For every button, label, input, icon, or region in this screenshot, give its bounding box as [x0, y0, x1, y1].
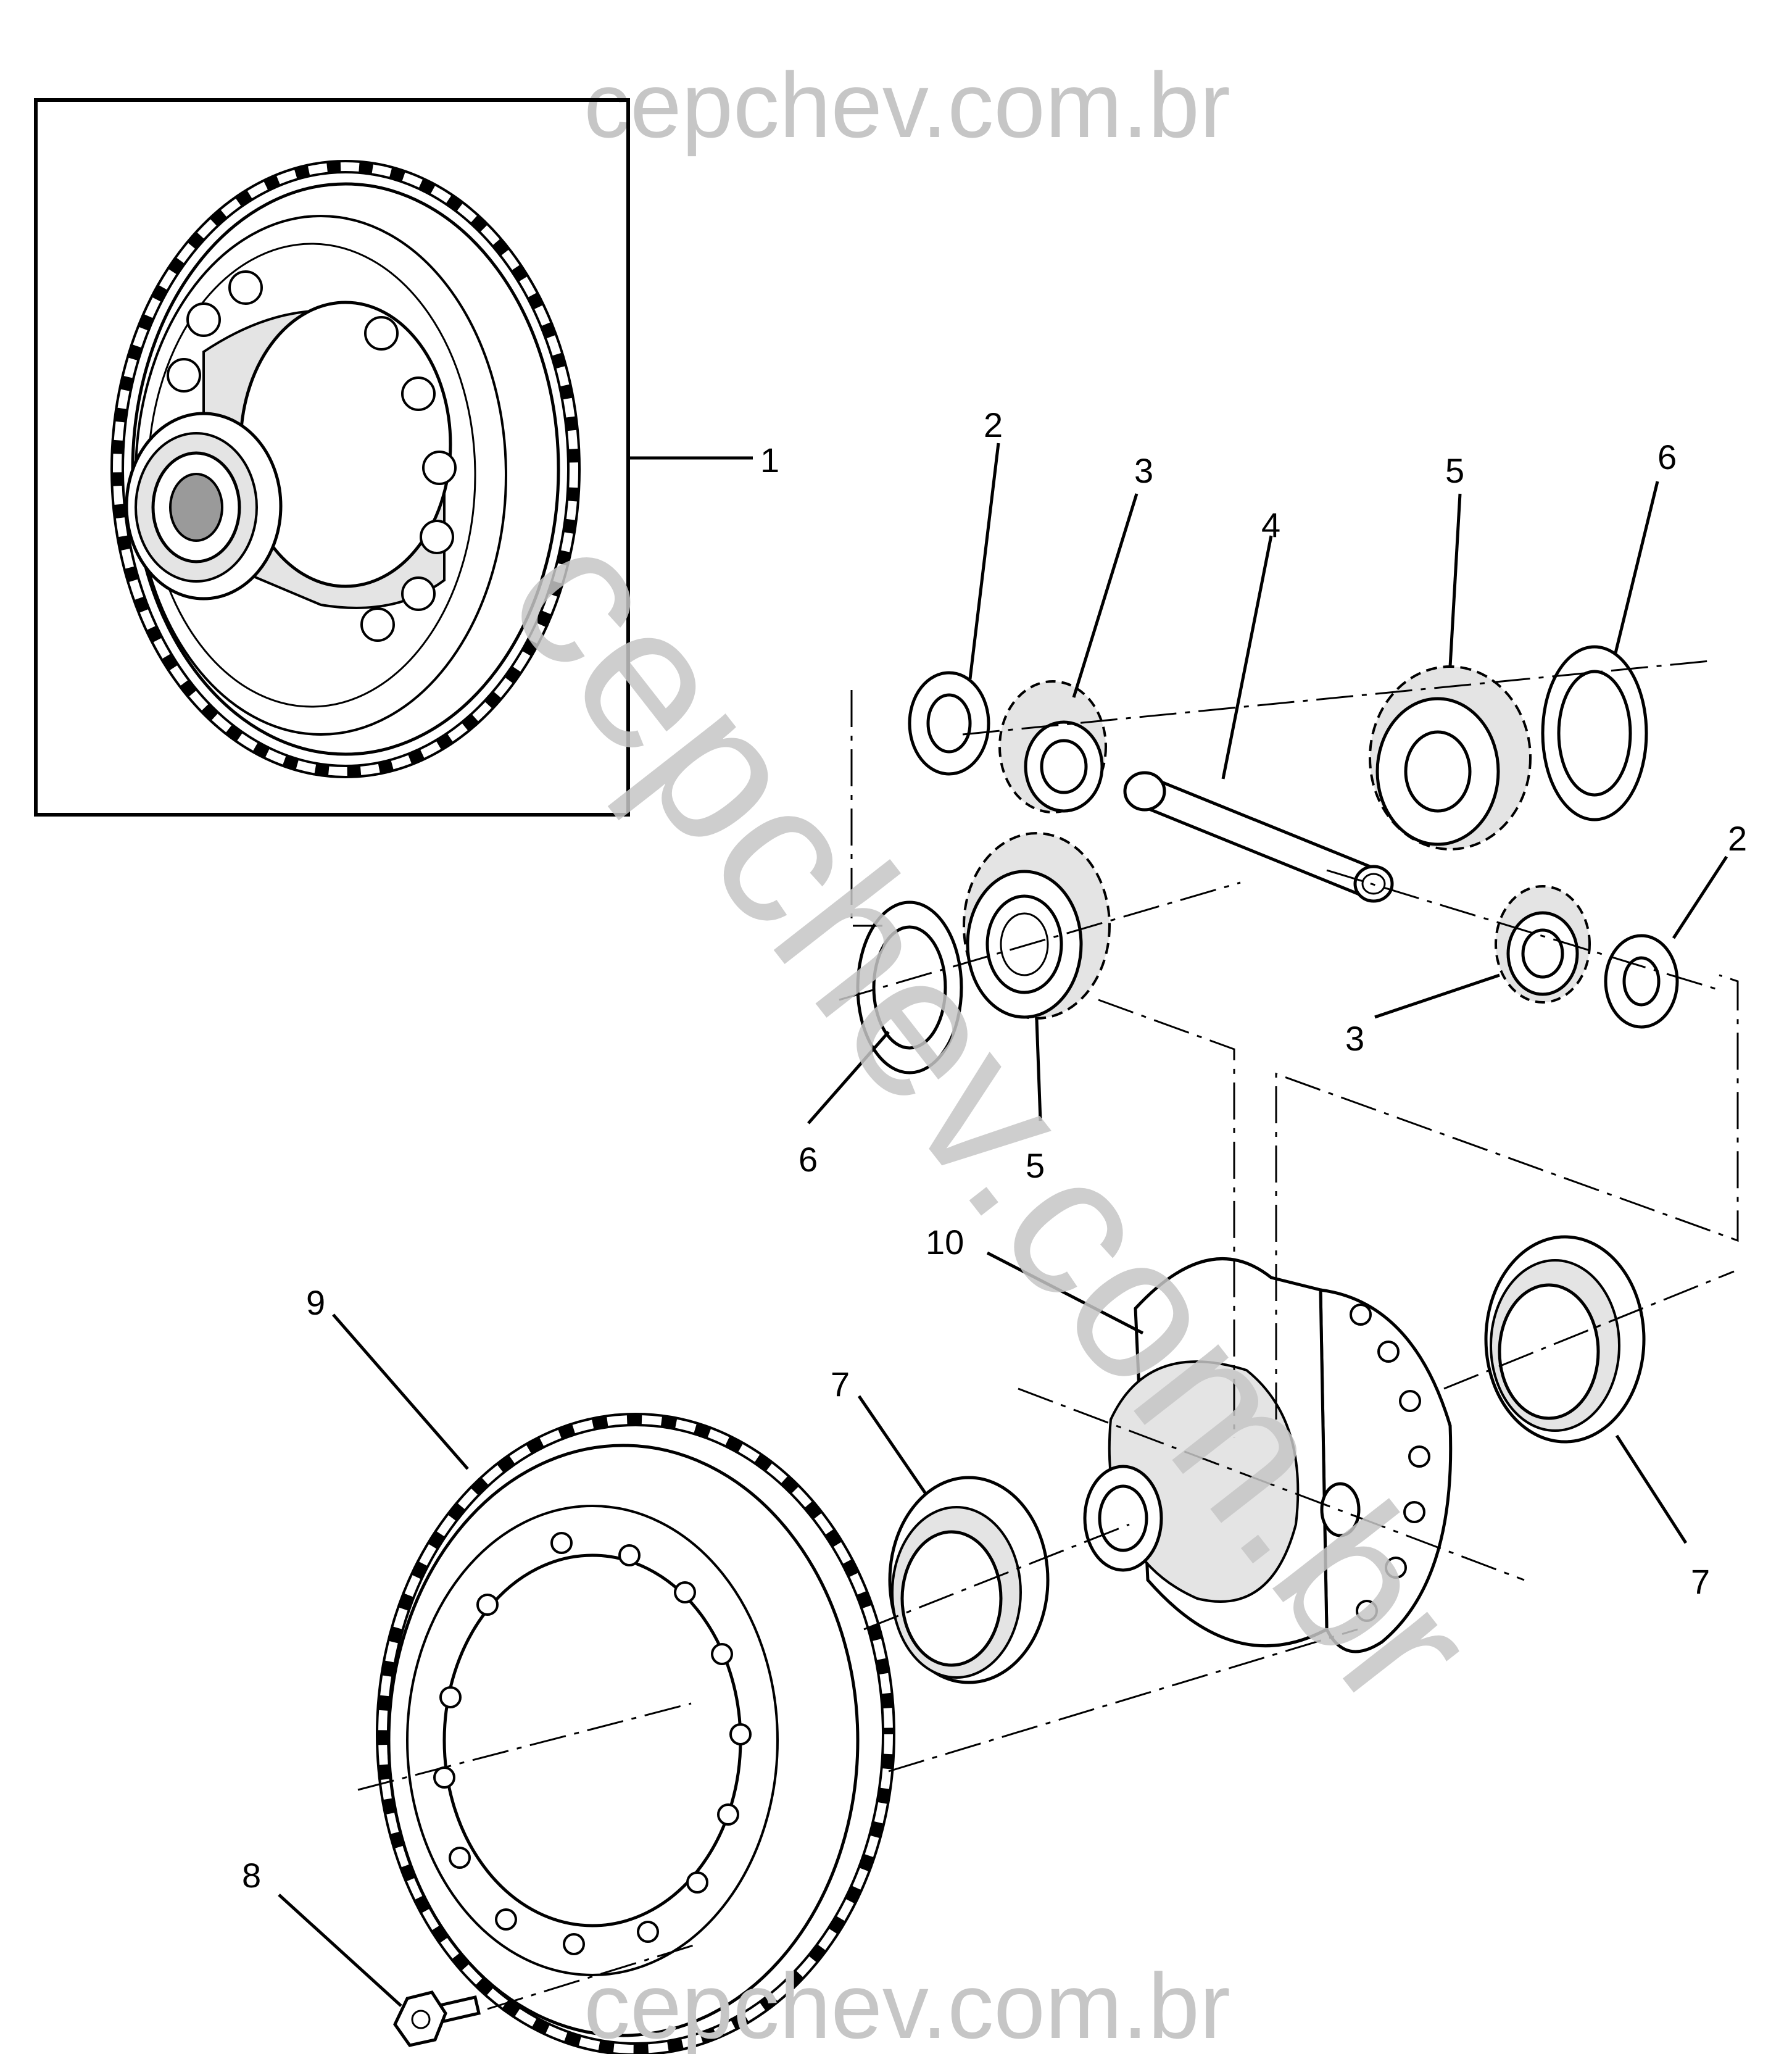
callout-labels: 1 2 3 4 5 6 2 3 6 5 10 9 7 7 8	[242, 405, 1747, 1895]
callout-6: 6	[1657, 438, 1677, 476]
ring-gear	[376, 1413, 895, 2054]
callout-10: 10	[926, 1223, 964, 1262]
pinion-thrust-washer-lower	[1604, 934, 1679, 1029]
side-gear-thrust-washer-lower	[856, 900, 963, 1075]
inset-assembled-differential	[34, 98, 630, 817]
inset-bearing-hub	[125, 412, 283, 601]
callout-7: 7	[831, 1365, 850, 1403]
side-gear-thrust-washer-upper	[1541, 645, 1648, 821]
callout-7: 7	[1691, 1562, 1710, 1601]
callout-8: 8	[242, 1856, 261, 1895]
pinion-thrust-washer-upper	[908, 671, 990, 776]
callout-5: 5	[1026, 1146, 1045, 1185]
differential-side-bearing-left	[888, 1476, 1050, 1684]
callout-2: 2	[984, 405, 1003, 444]
side-gear-lower	[963, 832, 1111, 1020]
callout-2: 2	[1728, 819, 1747, 858]
callout-1: 1	[760, 441, 779, 480]
ring-gear-bolt	[393, 1990, 481, 2047]
inset-ring-gear-bolts	[167, 270, 457, 642]
callout-3: 3	[1134, 451, 1153, 490]
callout-4: 4	[1261, 505, 1280, 544]
pinion-shaft	[1123, 771, 1394, 903]
pinion-gear-upper	[998, 680, 1107, 813]
callout-3: 3	[1345, 1019, 1364, 1058]
callout-6: 6	[799, 1140, 818, 1179]
side-gear-upper	[1369, 665, 1532, 850]
callout-9: 9	[306, 1283, 325, 1322]
callout-5: 5	[1445, 451, 1464, 490]
watermark-top: cepchev.com.br	[584, 53, 1230, 157]
assembly-centerlines	[357, 659, 1739, 2010]
case-flange-bolt-holes	[1350, 1304, 1430, 1622]
pinion-gear-lower	[1495, 885, 1591, 1004]
ring-gear-bolt-holes	[433, 1532, 752, 1955]
watermark-bottom: cepchev.com.br	[584, 1954, 1230, 2054]
callout-leaders	[278, 443, 1728, 2007]
